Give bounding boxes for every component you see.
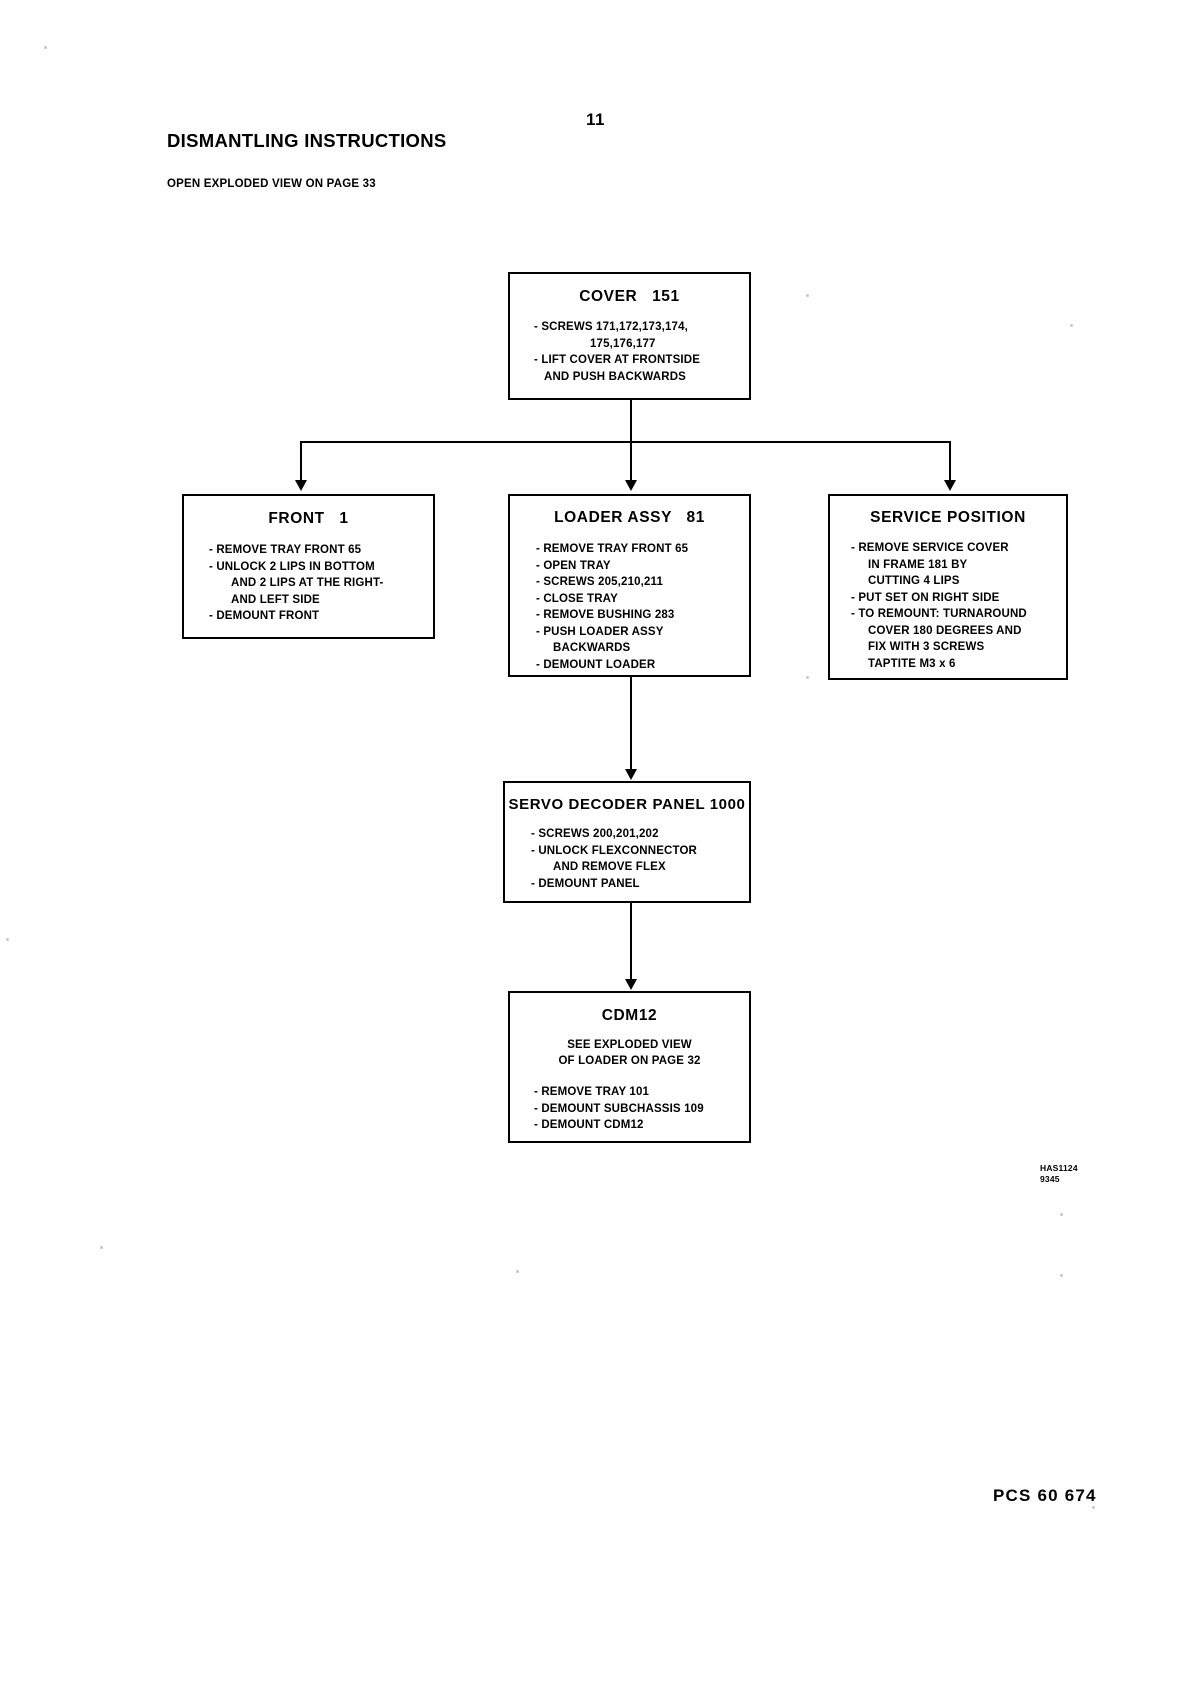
list-item: - DEMOUNT SUBCHASSIS 109 xyxy=(534,1102,704,1115)
list-item: - DEMOUNT PANEL xyxy=(531,877,640,890)
list-item: - UNLOCK FLEXCONNECTOR xyxy=(531,844,698,857)
scan-speck xyxy=(1060,1274,1063,1277)
list-item: - REMOVE SERVICE COVER xyxy=(851,542,1009,554)
list-item: - CLOSE TRAY xyxy=(536,592,618,605)
page-subtitle: OPEN EXPLODED VIEW ON PAGE 33 xyxy=(167,178,376,190)
edge-loader-to-servo xyxy=(630,677,632,770)
edge-bus-horizontal xyxy=(300,441,950,443)
node-service-position[interactable]: SERVICE POSITION - REMOVE SERVICE COVER … xyxy=(828,494,1068,680)
node-front-title: FRONT 1 xyxy=(268,510,349,527)
list-item: - OPEN TRAY xyxy=(536,559,611,572)
list-item: - REMOVE TRAY FRONT 65 xyxy=(209,544,362,556)
node-service-steps: - REMOVE SERVICE COVER IN FRAME 181 BY C… xyxy=(830,540,1066,672)
node-cdm12-title: CDM12 xyxy=(601,1007,658,1024)
list-item: - DEMOUNT FRONT xyxy=(209,610,320,622)
node-loader-steps: - REMOVE TRAY FRONT 65 - OPEN TRAY - SCR… xyxy=(510,541,749,673)
list-item: BACKWARDS xyxy=(553,642,631,654)
arrowhead-loader xyxy=(625,480,637,491)
scan-speck xyxy=(228,548,231,551)
list-item: - TO REMOUNT: TURNAROUND xyxy=(851,608,1027,620)
list-item: - REMOVE TRAY FRONT 65 xyxy=(536,543,689,555)
page-number: 11 xyxy=(586,110,605,129)
scan-speck xyxy=(516,1270,519,1273)
scan-speck xyxy=(1092,1506,1095,1509)
list-item: - DEMOUNT LOADER xyxy=(536,658,656,671)
edge-bus-to-front xyxy=(300,441,302,481)
arrowhead-front xyxy=(295,480,307,491)
arrowhead-service xyxy=(944,480,956,491)
revision-code-line1: HAS1124 xyxy=(1040,1163,1078,1173)
node-servo-steps: - SCREWS 200,201,202 - UNLOCK FLEXCONNEC… xyxy=(505,826,749,892)
node-front[interactable]: FRONT 1 - REMOVE TRAY FRONT 65 - UNLOCK … xyxy=(182,494,435,639)
scan-speck xyxy=(806,294,809,297)
revision-code: HAS1124 9345 xyxy=(1040,1163,1078,1185)
list-item: - PUT SET ON RIGHT SIDE xyxy=(851,591,1000,604)
scan-speck xyxy=(44,46,47,49)
revision-code-line2: 9345 xyxy=(1040,1174,1060,1184)
node-cdm12-note: SEE EXPLODED VIEW OF LOADER ON PAGE 32 xyxy=(558,1039,701,1067)
list-item: FIX WITH 3 SCREWS xyxy=(868,641,985,653)
node-cdm12-steps: - REMOVE TRAY 101 - DEMOUNT SUBCHASSIS 1… xyxy=(510,1084,749,1134)
node-cdm12[interactable]: CDM12 SEE EXPLODED VIEW OF LOADER ON PAG… xyxy=(508,991,751,1143)
arrowhead-servo xyxy=(625,769,637,780)
list-item: - SCREWS 205,210,211 xyxy=(536,576,664,588)
list-item: COVER 180 DEGREES AND xyxy=(868,624,1022,637)
list-item: - LIFT COVER AT FRONTSIDE xyxy=(534,354,701,366)
page-title: DISMANTLING INSTRUCTIONS xyxy=(167,130,447,151)
arrowhead-cdm12 xyxy=(625,979,637,990)
edge-bus-to-service xyxy=(949,441,951,481)
node-service-title: SERVICE POSITION xyxy=(870,509,1026,526)
list-item: AND LEFT SIDE xyxy=(231,593,320,606)
list-item: IN FRAME 181 BY xyxy=(868,558,968,571)
list-item: AND REMOVE FLEX xyxy=(553,861,666,873)
scan-speck xyxy=(1060,1213,1063,1216)
scan-speck xyxy=(1070,324,1073,327)
node-loader-title: LOADER ASSY 81 xyxy=(554,509,705,526)
list-item: AND 2 LIPS AT THE RIGHT- xyxy=(231,577,384,589)
edge-servo-to-cdm12 xyxy=(630,903,632,980)
list-item: - SCREWS 171,172,173,174, xyxy=(534,321,688,333)
scan-speck xyxy=(806,676,809,679)
list-item: 175,176,177 xyxy=(590,337,656,350)
node-servo-title: SERVO DECODER PANEL 1000 xyxy=(508,796,746,813)
list-item: TAPTITE M3 x 6 xyxy=(868,657,956,670)
list-item: - PUSH LOADER ASSY xyxy=(536,625,664,638)
list-item: - SCREWS 200,201,202 xyxy=(531,828,659,840)
scan-speck xyxy=(6,938,9,941)
list-item: - REMOVE TRAY 101 xyxy=(534,1086,650,1098)
scan-speck xyxy=(100,1246,103,1249)
node-front-steps: - REMOVE TRAY FRONT 65 - UNLOCK 2 LIPS I… xyxy=(184,542,433,625)
list-item: CUTTING 4 LIPS xyxy=(868,575,960,587)
edge-cover-to-bus xyxy=(630,400,632,442)
list-item: AND PUSH BACKWARDS xyxy=(544,370,686,383)
node-loader-assy[interactable]: LOADER ASSY 81 - REMOVE TRAY FRONT 65 - … xyxy=(508,494,751,677)
node-servo-decoder-panel[interactable]: SERVO DECODER PANEL 1000 - SCREWS 200,20… xyxy=(503,781,751,903)
footer-code: PCS 60 674 xyxy=(993,1486,1097,1505)
list-item: - UNLOCK 2 LIPS IN BOTTOM xyxy=(209,560,375,573)
list-item: - DEMOUNT CDM12 xyxy=(534,1119,644,1131)
node-cover-title: COVER 151 xyxy=(579,288,680,305)
edge-bus-to-loader xyxy=(630,441,632,481)
node-cover[interactable]: COVER 151 - SCREWS 171,172,173,174, 175,… xyxy=(508,272,751,400)
list-item: - REMOVE BUSHING 283 xyxy=(536,609,675,621)
node-cover-steps: - SCREWS 171,172,173,174, 175,176,177 - … xyxy=(510,319,749,385)
